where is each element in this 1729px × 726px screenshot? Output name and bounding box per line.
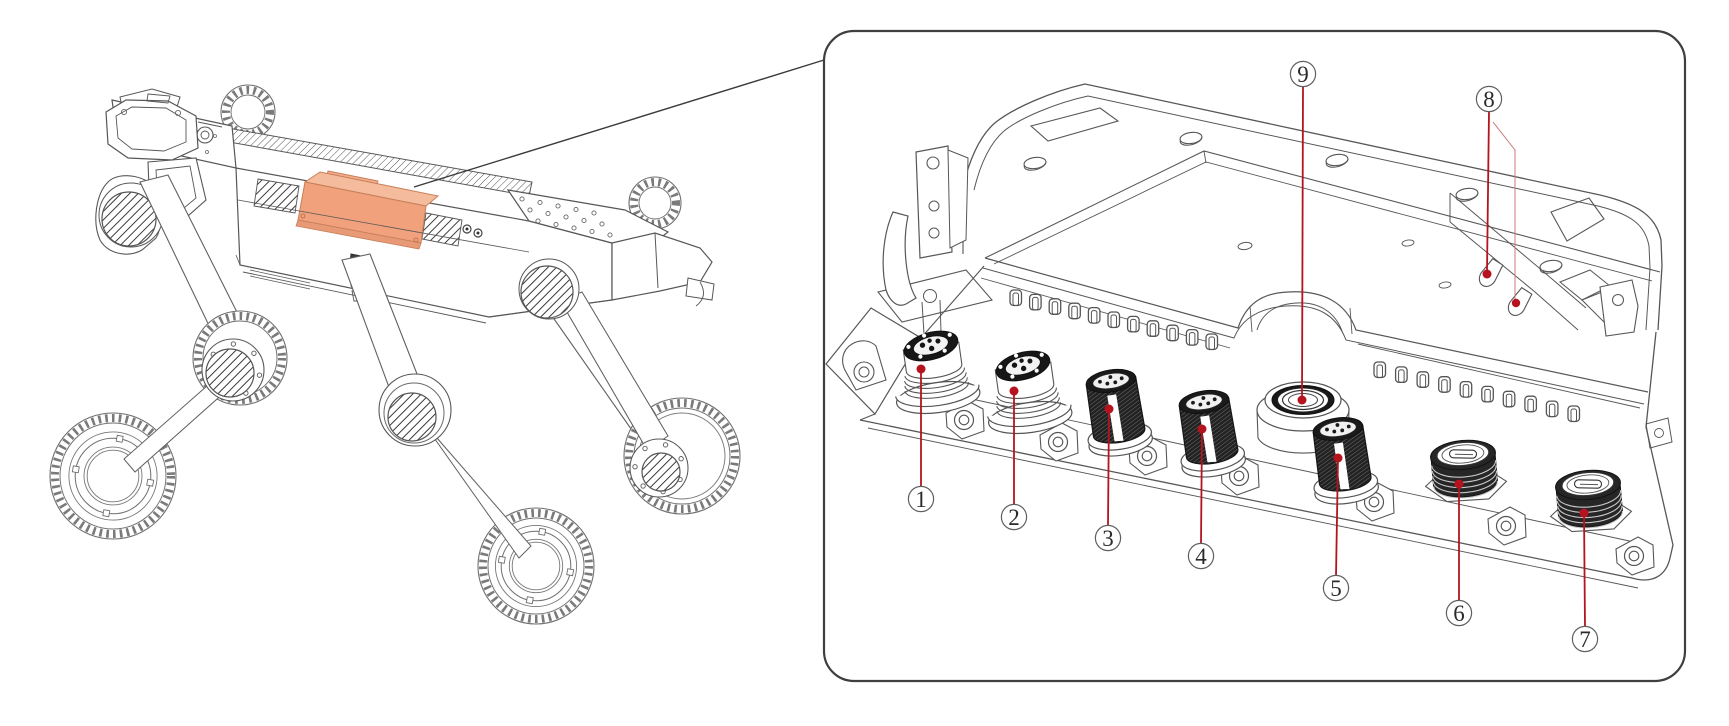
svg-text:3: 3 (1102, 526, 1114, 551)
svg-text:6: 6 (1453, 601, 1465, 626)
svg-text:2: 2 (1008, 505, 1020, 530)
svg-text:1: 1 (915, 487, 927, 512)
svg-text:8: 8 (1483, 87, 1495, 112)
svg-text:9: 9 (1297, 62, 1309, 87)
svg-text:5: 5 (1330, 576, 1342, 601)
svg-text:4: 4 (1195, 544, 1207, 569)
svg-text:7: 7 (1579, 627, 1591, 652)
